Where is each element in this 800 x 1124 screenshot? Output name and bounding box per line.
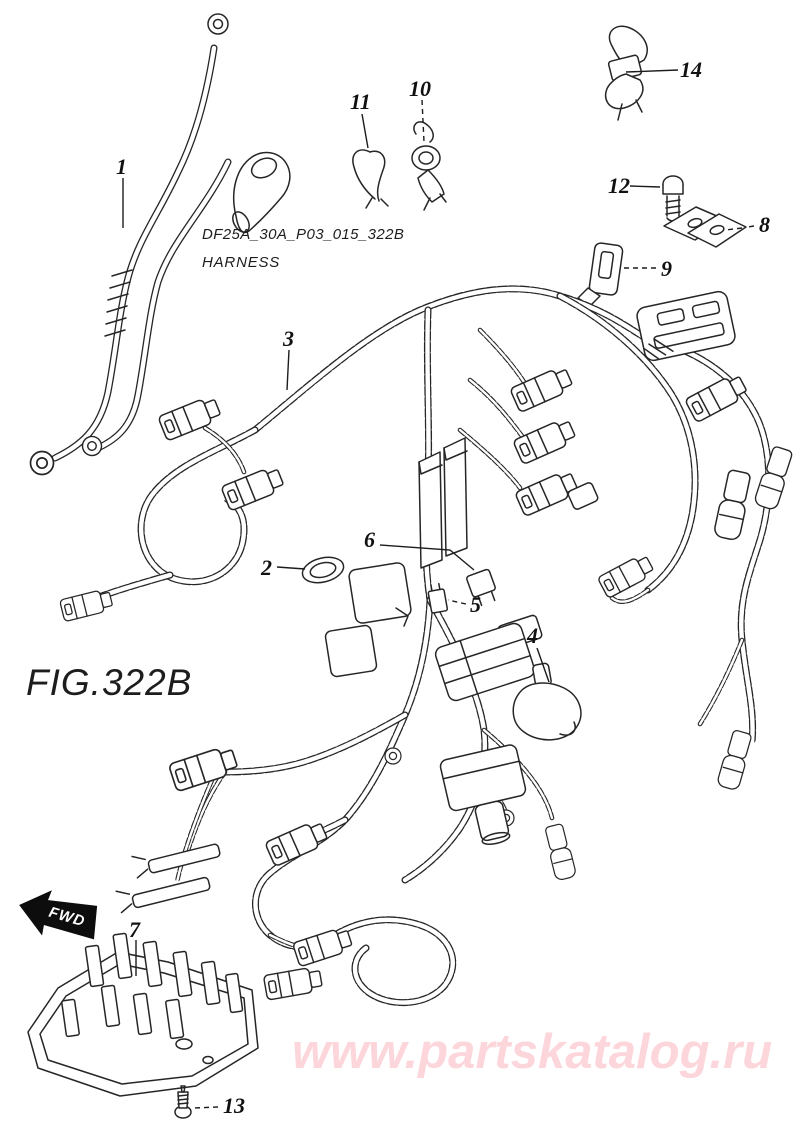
clip-9 [577, 242, 624, 307]
connector [291, 925, 355, 968]
cable-clamp-10 [411, 121, 447, 211]
bracket-8 [663, 206, 747, 248]
fwd-arrow-icon: FWD [19, 890, 98, 940]
part-callout-8: 8 [759, 212, 770, 237]
drawing-title: HARNESS [202, 254, 281, 271]
part-callout-2: 2 [261, 555, 272, 580]
parts-holder-7 [27, 932, 259, 1097]
terminal-boot [232, 151, 291, 234]
relay-blocks [324, 562, 543, 702]
part-callout-13: 13 [223, 1093, 245, 1118]
part-callout-11: 11 [350, 89, 371, 114]
part-callout-1: 1 [116, 154, 127, 179]
leader-lines [122, 69, 755, 1109]
connector [58, 587, 115, 623]
figure-number: FIG.322B [26, 662, 193, 703]
part-callout-7: 7 [129, 917, 140, 942]
part-callout-10: 10 [409, 76, 431, 101]
bolt-12 [662, 175, 684, 222]
fuse-strips [418, 437, 468, 569]
battery-cable [29, 13, 291, 476]
part-callout-14: 14 [680, 57, 702, 82]
part-callout-5: 5 [470, 592, 481, 617]
sensor-capsules [542, 444, 796, 882]
connector [567, 482, 599, 510]
connector [683, 371, 750, 424]
harness-connectors [58, 364, 750, 1001]
fuse-5 [427, 582, 449, 614]
connector [220, 464, 287, 512]
cap-4 [512, 662, 582, 741]
cable-sleeve [104, 269, 133, 337]
part-callout-4: 4 [527, 623, 538, 648]
connector [262, 965, 324, 1001]
drawing-code: DF25A_30A_P03_015_322B [202, 226, 405, 243]
part-callout-6: 6 [364, 527, 375, 552]
ecu-connector [636, 290, 736, 362]
screw-13 [174, 1085, 192, 1119]
grommet-ring-2 [301, 556, 345, 584]
harness-clamp-14 [604, 25, 648, 121]
part-callout-3: 3 [283, 326, 294, 351]
ring-terminal-icon [207, 13, 229, 35]
terminal-leads [115, 843, 221, 914]
connector [512, 416, 579, 466]
connector [167, 743, 240, 793]
part-callout-12: 12 [608, 173, 630, 198]
wire-clip-11 [352, 149, 389, 209]
fuse-6 [466, 568, 496, 607]
ring-terminal-icon [29, 450, 55, 476]
part-callout-9: 9 [661, 256, 672, 281]
ring-terminal-icon [384, 747, 402, 765]
ignition-coil [439, 744, 527, 845]
watermark: www.partskatalog.ru [292, 1025, 773, 1079]
